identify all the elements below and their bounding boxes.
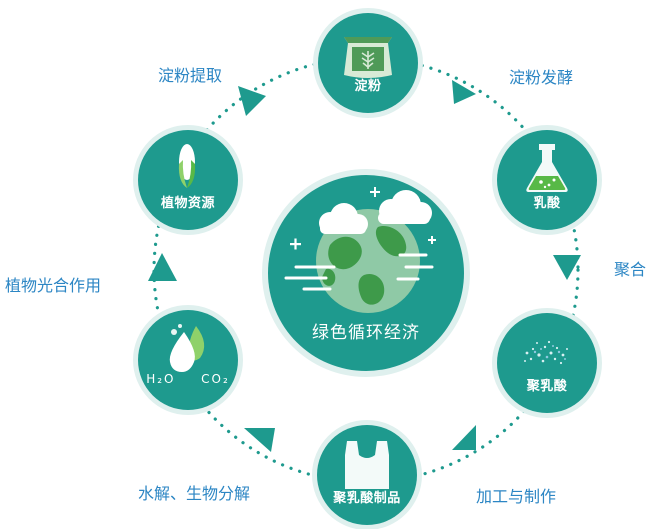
- node-lactic-acid-label: 乳酸: [533, 196, 561, 211]
- step-polymerization: 聚合: [614, 260, 647, 279]
- center-label: 绿色循环经济: [312, 323, 420, 343]
- flask-icon: [526, 144, 568, 192]
- arrow-starch-to-lactic: [452, 80, 476, 104]
- node-starch: 淀粉: [318, 13, 418, 113]
- center-circle: 绿色循环经济: [268, 175, 464, 371]
- node-pla: 聚乳酸: [497, 313, 597, 413]
- particles-icon: [524, 340, 568, 365]
- node-h2o-co2-label: H₂O CO₂: [138, 372, 238, 386]
- arrow-h2o-to-plants: [148, 253, 177, 281]
- water-drop-icon: [169, 324, 205, 372]
- arrow-pla-to-products: [452, 425, 476, 450]
- node-h2o-co2: H₂O CO₂: [138, 310, 238, 410]
- step-hydrolysis: 水解、生物分解: [138, 484, 251, 503]
- step-starch-extraction: 淀粉提取: [158, 66, 223, 85]
- node-starch-label: 淀粉: [354, 79, 382, 94]
- step-processing: 加工与制作: [476, 487, 557, 506]
- h2o-label: H₂O: [146, 372, 176, 386]
- co2-label: CO₂: [201, 372, 230, 386]
- plastic-bag-icon: [345, 441, 389, 489]
- earth-with-clouds-icon: [284, 187, 436, 313]
- arrow-plants-to-starch: [238, 86, 266, 116]
- grain-sack-icon: [344, 37, 392, 78]
- node-pla-products-label: 聚乳酸制品: [333, 491, 401, 506]
- node-plant-resources-label: 植物资源: [160, 196, 215, 211]
- arrow-products-to-h2o: [244, 428, 275, 452]
- arrow-lactic-to-pla: [553, 255, 581, 280]
- node-pla-label: 聚乳酸: [526, 379, 568, 394]
- step-starch-fermentation: 淀粉发酵: [509, 68, 574, 87]
- node-plant-resources: 植物资源: [138, 130, 238, 230]
- step-photosynthesis: 植物光合作用: [5, 276, 102, 295]
- node-pla-products: 聚乳酸制品: [317, 425, 417, 525]
- node-lactic-acid: 乳酸: [497, 130, 597, 230]
- corn-icon: [178, 144, 196, 188]
